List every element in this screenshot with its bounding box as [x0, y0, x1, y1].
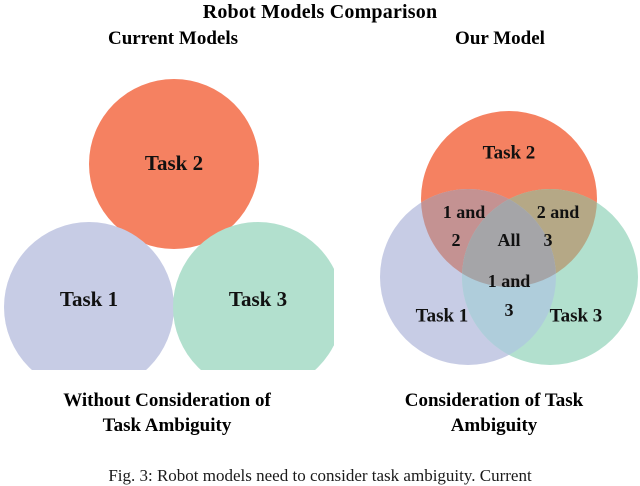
circle-task1: [4, 222, 174, 370]
caption-left-line2: Task Ambiguity: [102, 415, 232, 436]
caption-with-consideration: Consideration of Task Ambiguity: [350, 388, 638, 438]
caption-without-consideration: Without Consideration of Task Ambiguity: [6, 388, 328, 438]
venn-label-1-and-2-line2: 2: [452, 230, 461, 250]
circle-task1-label: Task 1: [60, 287, 118, 311]
circle-task3-label: Task 3: [229, 287, 287, 311]
circle-task2-label: Task 2: [145, 151, 203, 175]
venn-label-1-and-3-line1: 1 and: [488, 271, 531, 291]
venn-label-2-and-3-line1: 2 and: [537, 202, 580, 222]
venn-label-task2: Task 2: [483, 142, 536, 163]
diagram-current-models: Task 2 Task 1 Task 3: [4, 62, 334, 370]
caption-right-line1: Consideration of Task: [404, 390, 584, 411]
figure-title: Robot Models Comparison: [202, 1, 438, 23]
circle-task3: [173, 222, 334, 370]
venn-label-task1: Task 1: [416, 305, 469, 326]
column-header-our-model: Our Model: [455, 28, 545, 49]
caption-left-line1: Without Consideration of: [63, 390, 271, 411]
disjoint-circles-svg: Task 2 Task 1 Task 3: [4, 79, 334, 370]
figure-caption: Fig. 3: Robot models need to consider ta…: [108, 466, 532, 485]
venn-label-2-and-3-line2: 3: [544, 230, 553, 250]
venn-label-1-and-2-line1: 1 and: [443, 202, 486, 222]
diagram-our-model: Task 2 Task 1 Task 3 1 and 2 2 and 3 All…: [380, 62, 638, 370]
circle-task2: [89, 79, 259, 249]
column-header-current-models: Current Models: [108, 28, 238, 49]
venn-label-all: All: [497, 230, 520, 250]
venn-diagram-svg: Task 2 Task 1 Task 3 1 and 2 2 and 3 All…: [380, 111, 638, 365]
venn-label-task3: Task 3: [550, 305, 603, 326]
caption-right-line2: Ambiguity: [450, 415, 538, 436]
venn-label-1-and-3-line2: 3: [505, 300, 514, 320]
